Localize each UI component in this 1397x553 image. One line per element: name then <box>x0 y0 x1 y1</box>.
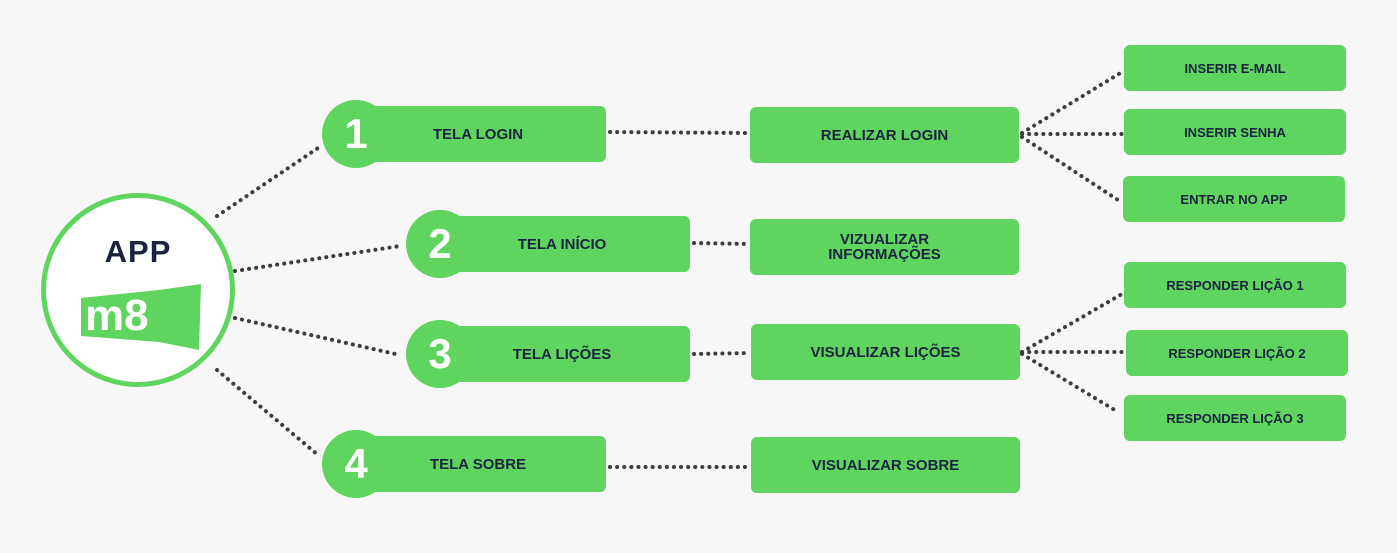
step-number-3: 3 <box>406 320 474 388</box>
step-number-4: 4 <box>322 430 390 498</box>
action-label-about: VISUALIZAR SOBRE <box>811 456 960 474</box>
step-box-about[interactable]: TELA SOBRE <box>350 436 606 492</box>
substep-label-lesson-1: RESPONDER LIÇÃO 1 <box>1166 277 1304 293</box>
connector-step-1-action <box>608 130 750 135</box>
substep-label-enter: ENTRAR NO APP <box>1180 191 1288 207</box>
app-node: APP m8 <box>41 193 235 387</box>
action-label-login: REALIZAR LOGIN <box>820 126 949 144</box>
connector-app-step-4 <box>215 368 320 457</box>
m8-logo: m8 <box>81 284 201 350</box>
connector-lessons-3 <box>1020 352 1120 414</box>
connector-app-step-2 <box>233 244 402 273</box>
substep-label-lesson-3: RESPONDER LIÇÃO 3 <box>1166 410 1304 426</box>
connector-step-2-action <box>692 241 750 246</box>
substep-box-lesson-2[interactable]: RESPONDER LIÇÃO 2 <box>1126 330 1348 376</box>
action-box-about[interactable]: VISUALIZAR SOBRE <box>751 437 1020 493</box>
substep-label-lesson-2: RESPONDER LIÇÃO 2 <box>1168 345 1306 361</box>
substep-box-password[interactable]: INSERIR SENHA <box>1124 109 1346 155</box>
substep-box-enter[interactable]: ENTRAR NO APP <box>1123 176 1345 222</box>
connector-login-email <box>1020 70 1124 135</box>
substep-box-email[interactable]: INSERIR E-MAIL <box>1124 45 1346 91</box>
step-label-home: TELA INÍCIO <box>517 235 607 253</box>
substep-label-password: INSERIR SENHA <box>1184 124 1286 140</box>
step-label-about: TELA SOBRE <box>429 455 527 473</box>
app-title: APP <box>104 234 172 269</box>
step-number-1: 1 <box>322 100 390 168</box>
step-label-login: TELA LOGIN <box>432 125 524 143</box>
substep-box-lesson-3[interactable]: RESPONDER LIÇÃO 3 <box>1124 395 1346 441</box>
action-box-lessons[interactable]: VISUALIZAR LIÇÕES <box>751 324 1020 380</box>
m8-logo-text: m8 <box>85 291 149 340</box>
connector-login-enter <box>1020 135 1120 202</box>
connector-app-step-1 <box>215 146 320 218</box>
action-box-info[interactable]: VIZUALIZAR INFORMAÇÕES <box>750 219 1019 275</box>
substep-box-lesson-1[interactable]: RESPONDER LIÇÃO 1 <box>1124 262 1346 308</box>
substep-label-email: INSERIR E-MAIL <box>1184 60 1286 76</box>
connector-app-step-3 <box>233 316 402 357</box>
step-box-login[interactable]: TELA LOGIN <box>350 106 606 162</box>
step-label-lessons: TELA LIÇÕES <box>512 345 612 363</box>
step-box-lessons[interactable]: TELA LIÇÕES <box>434 326 690 382</box>
action-label-lessons: VISUALIZAR LIÇÕES <box>810 343 961 361</box>
action-label-info: VIZUALIZAR INFORMAÇÕES <box>828 231 941 263</box>
step-box-home[interactable]: TELA INÍCIO <box>434 216 690 272</box>
action-box-login[interactable]: REALIZAR LOGIN <box>750 107 1019 163</box>
step-number-2: 2 <box>406 210 474 278</box>
connector-lessons-1 <box>1020 292 1124 354</box>
connector-step-3-action <box>692 351 750 356</box>
